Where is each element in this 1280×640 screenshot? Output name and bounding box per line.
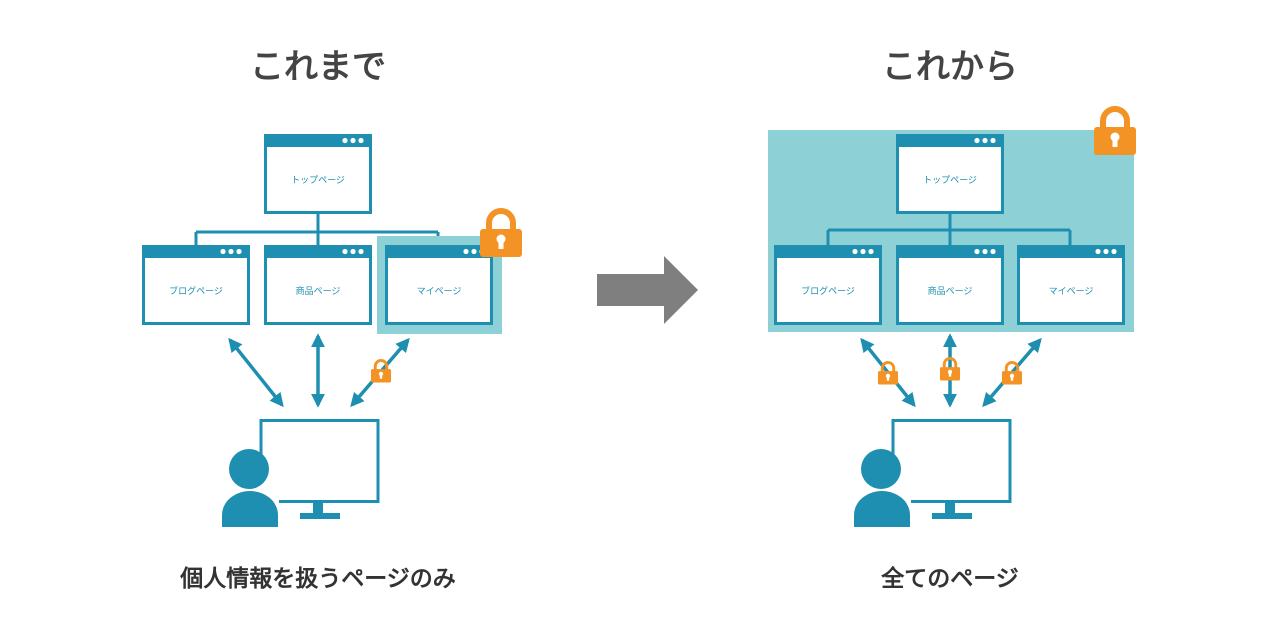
- right-blog-page-label: ブログページ: [801, 285, 855, 297]
- browser-window-icon: [262, 132, 374, 216]
- right-blog-page-window: ブログページ: [772, 243, 884, 327]
- right-top-page-label: トップページ: [923, 175, 977, 186]
- user-icon: [220, 419, 380, 529]
- browser-window-icon: [262, 243, 374, 327]
- left-heading: これまで: [250, 47, 386, 87]
- right-caption: 全てのページ: [880, 565, 1019, 592]
- arrow-blog: [228, 337, 284, 408]
- right-panel: これから トップページ ブログページ 商品ページ マイページ: [768, 47, 1136, 592]
- right-product-page-window: 商品ページ: [894, 243, 1006, 327]
- left-caption: 個人情報を扱うページのみ: [179, 565, 456, 592]
- right-heading: これから: [882, 47, 1018, 87]
- lock-icon: [1094, 109, 1136, 155]
- browser-window-icon: [1015, 243, 1127, 327]
- transition-arrow-icon: [597, 256, 698, 324]
- right-mypage-label: マイページ: [1049, 287, 1094, 297]
- left-top-page-window: トップページ: [262, 132, 374, 216]
- left-sitemap-connectors: [194, 214, 440, 246]
- left-top-page-label: トップページ: [291, 175, 345, 186]
- right-top-page-window: トップページ: [894, 132, 1006, 216]
- left-mypage-window: マイページ: [383, 243, 495, 327]
- left-blog-page-label: ブログページ: [169, 285, 223, 297]
- browser-window-icon: [894, 243, 1006, 327]
- right-sitemap-connectors: [826, 212, 1072, 246]
- lock-icon: [480, 211, 522, 257]
- right-product-page-label: 商品ページ: [928, 285, 973, 297]
- left-panel: これまで トップページ ブログページ 商品ページ マイページ: [140, 47, 522, 592]
- browser-window-icon: [772, 243, 884, 327]
- browser-window-icon: [383, 243, 495, 327]
- browser-window-icon: [140, 243, 252, 327]
- left-product-page-label: 商品ページ: [296, 285, 341, 297]
- left-blog-page-window: ブログページ: [140, 243, 252, 327]
- right-mypage-window: マイページ: [1015, 243, 1127, 327]
- browser-window-icon: [894, 132, 1006, 216]
- user-icon: [852, 419, 1012, 529]
- left-mypage-label: マイページ: [417, 287, 462, 297]
- left-product-page-window: 商品ページ: [262, 243, 374, 327]
